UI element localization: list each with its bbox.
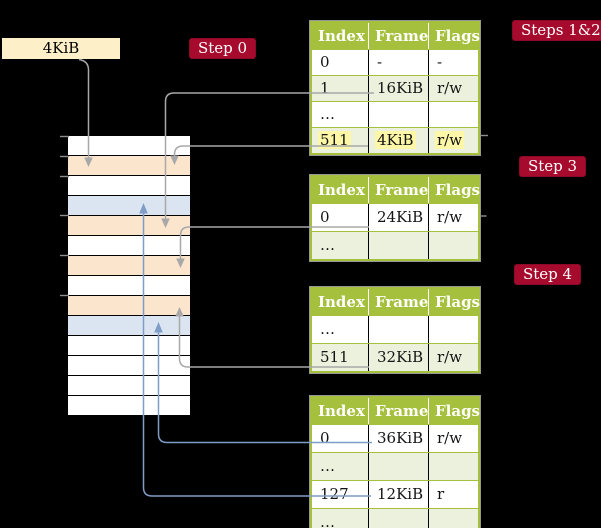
physical-memory-column [68, 136, 190, 415]
column-header-flags: Flags [428, 23, 480, 49]
cell-flags: - [437, 53, 443, 71]
memory-frame [68, 396, 190, 415]
table-row-ellipsis: … [312, 231, 478, 259]
cr3-address-box: 4KiB [2, 38, 120, 59]
table-row-recursive-entry: 511 4KiB r/w [312, 127, 478, 153]
memory-frame-mapped [68, 316, 190, 335]
cell-flags: r/w [437, 79, 463, 97]
memory-frame [68, 276, 190, 295]
table-header-row: Index Frame Flags [312, 177, 480, 203]
memory-frame-page-table [68, 216, 190, 235]
cell-flags-highlighted: r/w [435, 131, 465, 149]
cell-flags: r/w [437, 429, 463, 447]
cell-index: … [320, 320, 335, 338]
memory-frame-mapped [68, 196, 190, 215]
cell-flags [435, 457, 439, 475]
cr3-address-label: 4KiB [42, 39, 80, 57]
badge-step-0-label: Step 0 [198, 39, 248, 57]
badge-steps-1-2: Steps 1&2 [512, 20, 601, 41]
column-header-flags: Flags [428, 398, 480, 424]
memory-frame [68, 376, 190, 395]
cell-flags: r/w [437, 208, 463, 226]
column-header-frame: Frame [368, 398, 428, 424]
badge-steps-1-2-label: Steps 1&2 [521, 21, 601, 39]
column-header-index: Index [318, 27, 365, 45]
cell-frame: 24KiB [377, 208, 424, 226]
cell-flags [435, 513, 439, 528]
cell-frame: 36KiB [377, 429, 424, 447]
cell-frame: 16KiB [377, 79, 424, 97]
table-header-row: Index Frame Flags [312, 398, 480, 424]
cell-index: 1 [320, 79, 330, 97]
column-header-flags: Flags [428, 177, 480, 203]
table-row: 0 - - [312, 49, 478, 75]
table-row-ellipsis: … [312, 315, 478, 343]
cell-frame [375, 513, 379, 528]
cell-index: … [320, 105, 335, 123]
column-header-index: Index [318, 181, 365, 199]
cell-flags [435, 236, 439, 254]
cell-index: … [320, 513, 335, 528]
cell-index: … [320, 457, 335, 475]
cell-flags: r/w [437, 348, 463, 366]
memory-frame-page-table [68, 256, 190, 275]
cell-flags: r [437, 485, 445, 503]
table-header-row: Index Frame Flags [312, 289, 480, 315]
memory-frame [68, 356, 190, 375]
cell-frame: 12KiB [377, 485, 424, 503]
table-row: 1 16KiB r/w [312, 75, 478, 101]
badge-step-3: Step 3 [519, 156, 587, 177]
table-row: 511 32KiB r/w [312, 343, 478, 371]
cell-index: 0 [320, 429, 330, 447]
cell-frame: - [377, 53, 383, 71]
memory-frame [68, 336, 190, 355]
page-table-1: Index Frame Flags 0 - - 1 16KiB r/w … 51… [309, 20, 481, 156]
cell-index: 511 [320, 348, 349, 366]
column-header-index: Index [318, 402, 365, 420]
memory-frame [68, 136, 190, 155]
cell-frame [375, 236, 379, 254]
table-row-ellipsis: … [312, 452, 478, 480]
cell-frame-highlighted: 4KiB [375, 131, 416, 149]
cell-frame [375, 457, 379, 475]
memory-frame-page-table [68, 156, 190, 175]
cell-flags [435, 105, 439, 123]
memory-frame [68, 236, 190, 255]
cell-frame [375, 105, 379, 123]
table-row: 127 12KiB r [312, 480, 478, 508]
table-row-ellipsis: … [312, 101, 478, 127]
page-table-4: Index Frame Flags 0 36KiB r/w … 127 12Ki… [309, 395, 481, 528]
cell-index: … [320, 236, 335, 254]
cell-index: 127 [320, 485, 349, 503]
memory-frame [68, 176, 190, 195]
cell-index: 0 [320, 53, 330, 71]
table-header-row: Index Frame Flags [312, 23, 480, 49]
column-header-frame: Frame [368, 289, 428, 315]
table-row: 0 24KiB r/w [312, 203, 478, 231]
badge-step-4: Step 4 [514, 264, 582, 285]
badge-step-4-label: Step 4 [523, 265, 573, 283]
column-header-flags: Flags [428, 289, 480, 315]
badge-step-3-label: Step 3 [528, 157, 578, 175]
column-header-index: Index [318, 293, 365, 311]
cell-flags [435, 320, 439, 338]
column-header-frame: Frame [368, 177, 428, 203]
page-table-2: Index Frame Flags 0 24KiB r/w … [309, 174, 481, 262]
cell-index: 0 [320, 208, 330, 226]
cell-index-highlighted: 511 [318, 131, 351, 149]
table-row: 0 36KiB r/w [312, 424, 478, 452]
memory-frame-page-table [68, 296, 190, 315]
table-row-ellipsis: … [312, 508, 478, 528]
cell-frame: 32KiB [377, 348, 424, 366]
column-header-frame: Frame [368, 23, 428, 49]
cell-frame [375, 320, 379, 338]
badge-step-0: Step 0 [189, 38, 257, 59]
page-table-3: Index Frame Flags … 511 32KiB r/w [309, 286, 481, 374]
